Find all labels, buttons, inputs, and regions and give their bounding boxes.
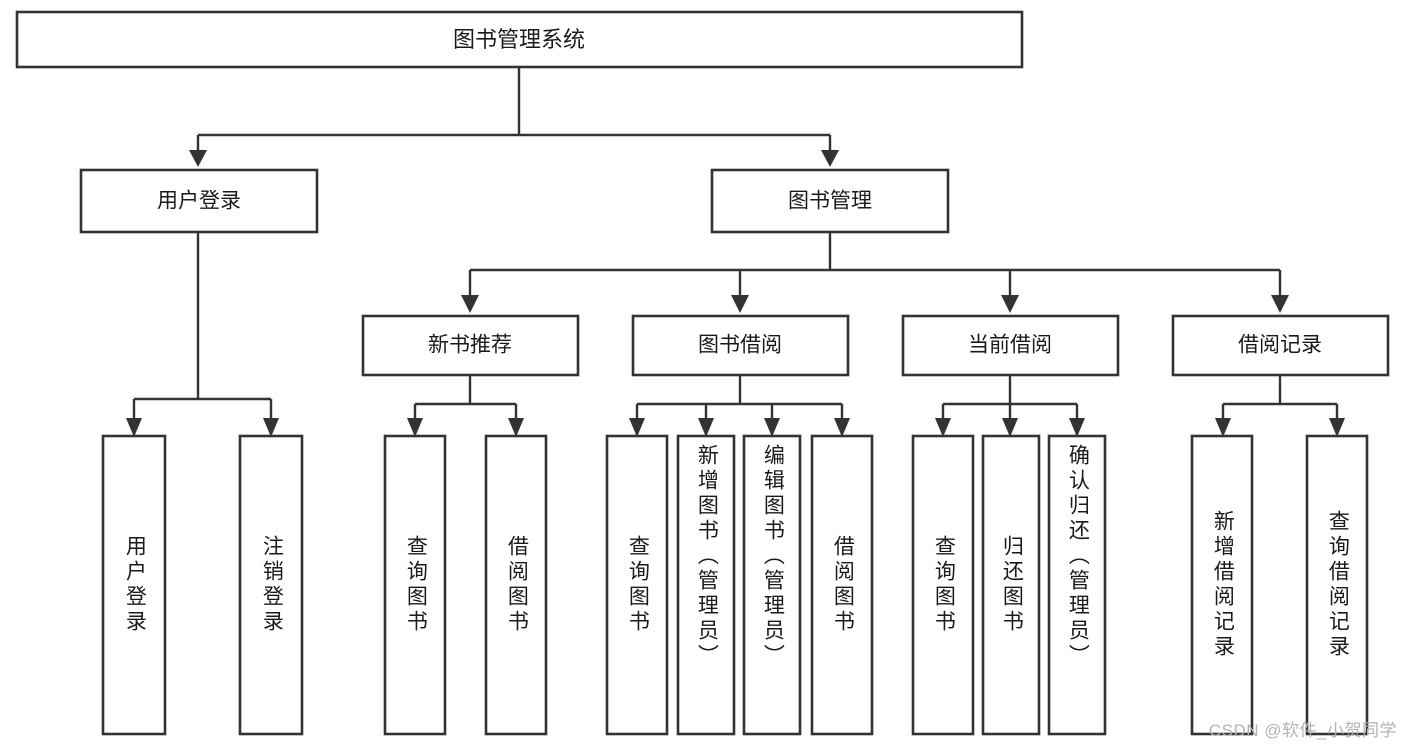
node-user-login-label: 用户登录 bbox=[157, 190, 241, 213]
leaf-box-current-borrow-2[interactable] bbox=[981, 434, 1041, 736]
leaf-box-borrow-records-1[interactable] bbox=[1190, 434, 1254, 736]
node-root-system-label: 图书管理系统 bbox=[453, 27, 585, 52]
node-book-borrow[interactable]: 图书借阅 bbox=[631, 314, 850, 377]
arrow-head-leaf-borrow-records-2 bbox=[1329, 418, 1345, 437]
arrow-head-leaf-current-borrow-2 bbox=[1002, 418, 1018, 437]
arrow-head-leaf-book-borrow-1 bbox=[629, 418, 645, 437]
arrow-head-leaf-current-borrow-3 bbox=[1069, 418, 1085, 437]
arrow-head-book-manage bbox=[821, 150, 839, 167]
node-user-login-box[interactable] bbox=[79, 168, 319, 234]
arrow-head-leaf-current-borrow-1 bbox=[935, 418, 951, 437]
leaf-box-current-borrow-1[interactable] bbox=[911, 434, 975, 736]
leaf-box-new-book-1[interactable] bbox=[383, 434, 447, 736]
node-borrow-records-box[interactable] bbox=[1171, 314, 1390, 377]
arrow-head-current-borrow bbox=[1001, 295, 1019, 313]
node-current-borrow[interactable]: 当前借阅 bbox=[901, 314, 1120, 377]
node-current-borrow-box[interactable] bbox=[901, 314, 1120, 377]
leaf-box-borrow-records-2[interactable] bbox=[1305, 434, 1369, 736]
leaf-box-book-borrow-1[interactable] bbox=[605, 434, 669, 736]
node-new-book-recommend-label: 新书推荐 bbox=[428, 334, 512, 357]
leaf-box-user-login-1[interactable] bbox=[101, 434, 167, 736]
arrow-head-leaf-new-book-1 bbox=[407, 418, 423, 437]
node-book-manage-box[interactable] bbox=[710, 168, 950, 234]
leaf-box-book-borrow-3[interactable] bbox=[742, 434, 802, 736]
arrow-head-book-borrow bbox=[731, 295, 749, 313]
leaf-box-current-borrow-3[interactable] bbox=[1047, 434, 1107, 736]
csdn-watermark: CSDN @软件_小贺同学 bbox=[1208, 721, 1397, 740]
arrow-head-leaf-user-login-1 bbox=[126, 418, 142, 437]
arrow-head-leaf-user-login-2 bbox=[263, 418, 279, 437]
arrow-head-new-book bbox=[461, 295, 479, 313]
node-borrow-records-label: 借阅记录 bbox=[1238, 334, 1322, 357]
arrow-head-leaf-book-borrow-3 bbox=[764, 418, 780, 437]
node-user-login[interactable]: 用户登录 bbox=[79, 168, 319, 234]
node-book-manage[interactable]: 图书管理 bbox=[710, 168, 950, 234]
arrow-head-leaf-new-book-2 bbox=[508, 418, 524, 437]
arrow-head-user-login bbox=[189, 150, 207, 167]
node-book-borrow-box[interactable] bbox=[631, 314, 850, 377]
arrow-head-borrow-records bbox=[1271, 295, 1289, 313]
node-book-manage-label: 图书管理 bbox=[788, 190, 872, 213]
leaf-box-user-login-2[interactable] bbox=[238, 434, 304, 736]
node-root-system[interactable]: 图书管理系统 bbox=[15, 10, 1024, 69]
node-current-borrow-label: 当前借阅 bbox=[968, 334, 1052, 357]
node-book-borrow-label: 图书借阅 bbox=[698, 334, 782, 357]
arrow-head-leaf-book-borrow-2 bbox=[698, 418, 714, 437]
leaf-box-book-borrow-2[interactable] bbox=[676, 434, 736, 736]
node-root-system-box[interactable] bbox=[15, 10, 1024, 69]
arrow-head-leaf-borrow-records-1 bbox=[1215, 418, 1231, 437]
arrow-head-leaf-book-borrow-4 bbox=[834, 418, 850, 437]
node-new-book-recommend[interactable]: 新书推荐 bbox=[361, 314, 580, 377]
leaf-box-book-borrow-4[interactable] bbox=[810, 434, 874, 736]
node-borrow-records[interactable]: 借阅记录 bbox=[1171, 314, 1390, 377]
leaf-box-new-book-2[interactable] bbox=[484, 434, 548, 736]
node-new-book-recommend-box[interactable] bbox=[361, 314, 580, 377]
connector-layer bbox=[126, 67, 1345, 437]
